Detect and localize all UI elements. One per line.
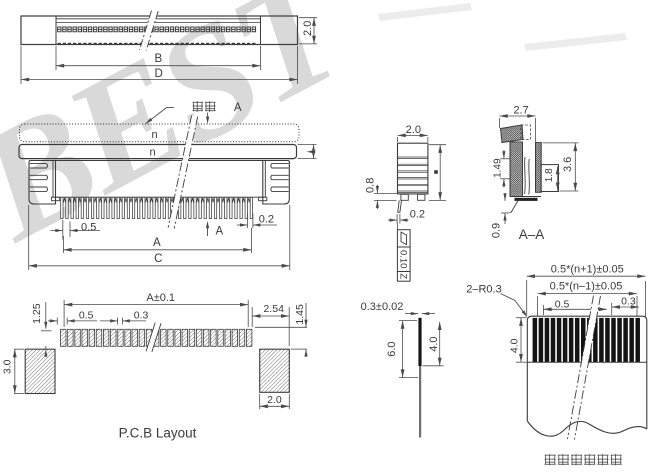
svg-text:1.49: 1.49	[492, 158, 503, 178]
svg-text:0.8: 0.8	[365, 178, 377, 193]
svg-text:2.0: 2.0	[406, 124, 421, 136]
svg-text:0.10: 0.10	[397, 250, 408, 269]
svg-text:2.0: 2.0	[302, 21, 314, 36]
svg-text:0.5: 0.5	[555, 299, 570, 311]
svg-text:A–A: A–A	[519, 227, 545, 242]
svg-text:6.0: 6.0	[386, 341, 398, 356]
svg-text:3.0: 3.0	[1, 359, 13, 374]
svg-text:A: A	[234, 102, 242, 114]
svg-text:0.5: 0.5	[81, 221, 96, 233]
svg-text:0.3±0.02: 0.3±0.02	[361, 301, 404, 313]
svg-text:0.3: 0.3	[134, 309, 149, 321]
svg-text:n: n	[149, 146, 155, 158]
svg-text:1.8: 1.8	[544, 168, 555, 182]
svg-text:0.5*(n+1)±0.05: 0.5*(n+1)±0.05	[551, 263, 624, 275]
svg-text:Z: Z	[397, 273, 408, 279]
svg-text:0.5*(n–1)±0.05: 0.5*(n–1)±0.05	[550, 280, 623, 292]
svg-text:D: D	[154, 68, 162, 80]
svg-text:B: B	[154, 53, 162, 65]
svg-text:C: C	[154, 253, 162, 265]
svg-text:0.3: 0.3	[621, 296, 636, 308]
svg-text:0.2: 0.2	[410, 209, 425, 221]
svg-text:1.25: 1.25	[31, 303, 43, 324]
svg-text:0.9: 0.9	[490, 223, 502, 238]
svg-text:2.54: 2.54	[263, 303, 284, 315]
svg-text:1.45: 1.45	[294, 304, 306, 325]
svg-text:A: A	[215, 226, 223, 238]
svg-text:n: n	[151, 129, 157, 141]
svg-text:4.0: 4.0	[428, 336, 440, 351]
svg-text:3.6: 3.6	[562, 157, 574, 172]
svg-text:2.0: 2.0	[267, 394, 282, 406]
svg-text:P.C.B Layout: P.C.B Layout	[119, 425, 197, 440]
svg-text:0.2: 0.2	[259, 214, 274, 226]
svg-text:2–R0.3: 2–R0.3	[466, 284, 501, 296]
svg-text:4.0: 4.0	[509, 338, 521, 353]
svg-text:2.7: 2.7	[513, 105, 528, 117]
svg-text:A±0.1: A±0.1	[146, 292, 175, 304]
svg-text:0.5: 0.5	[79, 309, 94, 321]
svg-text:A: A	[153, 237, 161, 249]
